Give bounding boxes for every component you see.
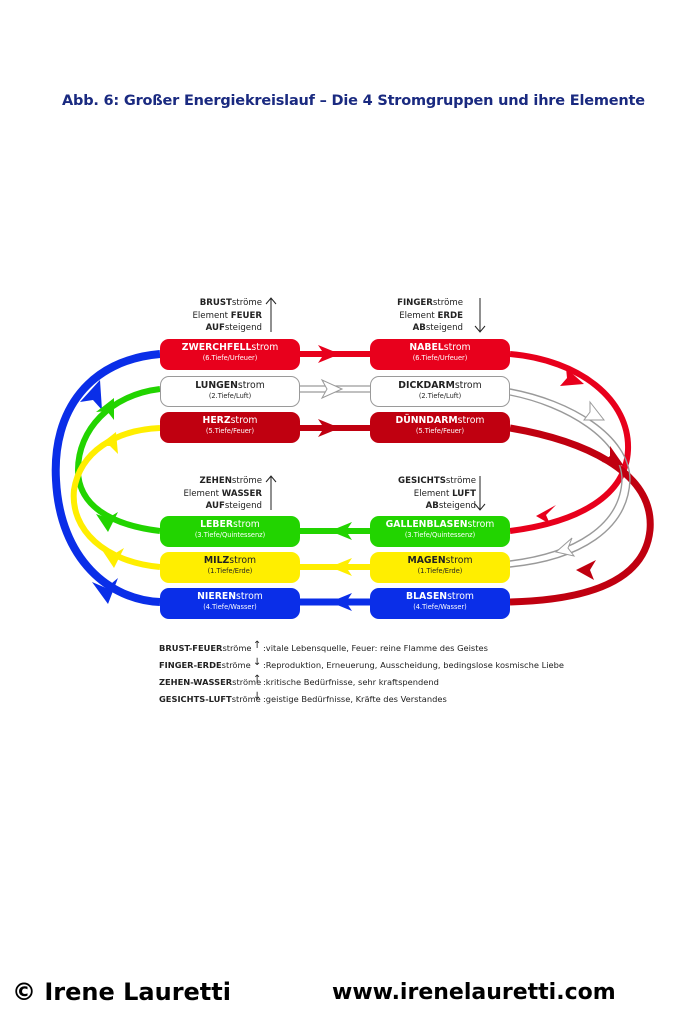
copyright-text: © Irene Lauretti [12, 978, 231, 1006]
group-label-finger: FINGERströme Element ERDE ABsteigend [397, 298, 463, 333]
box-blasenstrom: BLASENstrom (4.Tiefe/Wasser) [370, 588, 510, 619]
group-label-brust: BRUSTströme Element FEUER AUFsteigend [192, 298, 262, 333]
box-dickdarmstrom: DICKDARMstrom (2.Tiefe/Luft) [370, 376, 510, 407]
box-gallenblasenstrom: GALLENBLASENstrom (3.Tiefe/Quintessenz) [370, 516, 510, 547]
arrowhead-white-right [320, 378, 344, 400]
figure-title: Abb. 6: Großer Energiekreislauf – Die 4 … [62, 93, 645, 109]
arrowhead-darkred-down [602, 446, 624, 466]
arrowhead-grey-left [554, 537, 576, 557]
arrowhead-blue-left [330, 593, 352, 611]
legend-row: GESICHTS-LUFTströme ↓ :geistige Bedürfni… [159, 691, 447, 704]
arrowhead-grey-down [583, 400, 606, 421]
legend: BRUST-FEUERströme ↑ :vitale Lebensquelle… [159, 640, 629, 711]
arrowhead-green-down [96, 512, 118, 532]
arrowhead-blue-up [80, 380, 102, 410]
arrowhead-red-down [560, 368, 584, 386]
arrowhead-blue-down [92, 578, 118, 604]
legend-row: ZEHEN-WASSERströme ↑ :kritische Bedürfni… [159, 674, 439, 687]
arrowhead-darkred-right [318, 419, 340, 437]
arrowhead-yellow-down [102, 548, 124, 568]
box-magenstrom: MAGENstrom (1.Tiefe/Erde) [370, 552, 510, 583]
legend-row: BRUST-FEUERströme ↑ :vitale Lebensquelle… [159, 640, 488, 653]
legend-row: FINGER-ERDEströme ↓ :Reproduktion, Erneu… [159, 657, 565, 670]
arrowhead-green-up [96, 398, 114, 420]
arrowhead-yellow-left [330, 558, 352, 576]
up-arrow-icon: ↑ [253, 640, 262, 651]
arrowhead-yellow-up [98, 432, 118, 454]
down-arrow-icon: ↓ [253, 691, 262, 702]
arrowhead-green-left [330, 522, 352, 540]
box-milzstrom: MILZstrom (1.Tiefe/Erde) [160, 552, 300, 583]
box-nabelstrom: NABELstrom (6.Tiefe/Urfeuer) [370, 339, 510, 370]
group-label-zehen: ZEHENströme Element WASSER AUFsteigend [183, 476, 262, 511]
box-leberstrom: LEBERstrom (3.Tiefe/Quintessenz) [160, 516, 300, 547]
arrowhead-red-right [318, 345, 340, 363]
darkred-flow-path [509, 424, 654, 606]
down-arrow-icon: ↓ [253, 657, 262, 668]
red-flow-path [509, 351, 632, 534]
website-link[interactable]: www.irenelauretti.com [332, 980, 616, 1005]
box-lungenstrom: LUNGENstrom (2.Tiefe/Luft) [160, 376, 300, 407]
arrowhead-red-left [536, 505, 556, 524]
box-herzstrom: HERZstrom (5.Tiefe/Feuer) [160, 412, 300, 443]
group-label-gesichts: GESICHTSströme Element LUFT ABsteigend [398, 476, 476, 511]
arrowhead-darkred-left [576, 560, 596, 580]
box-duenndarmstrom: DÜNNDARMstrom (5.Tiefe/Feuer) [370, 412, 510, 443]
up-arrow-icon: ↑ [253, 674, 262, 685]
box-zwerchfellstrom: ZWERCHFELLstrom (6.Tiefe/Urfeuer) [160, 339, 300, 370]
box-nierenstrom: NIERENstrom (4.Tiefe/Wasser) [160, 588, 300, 619]
